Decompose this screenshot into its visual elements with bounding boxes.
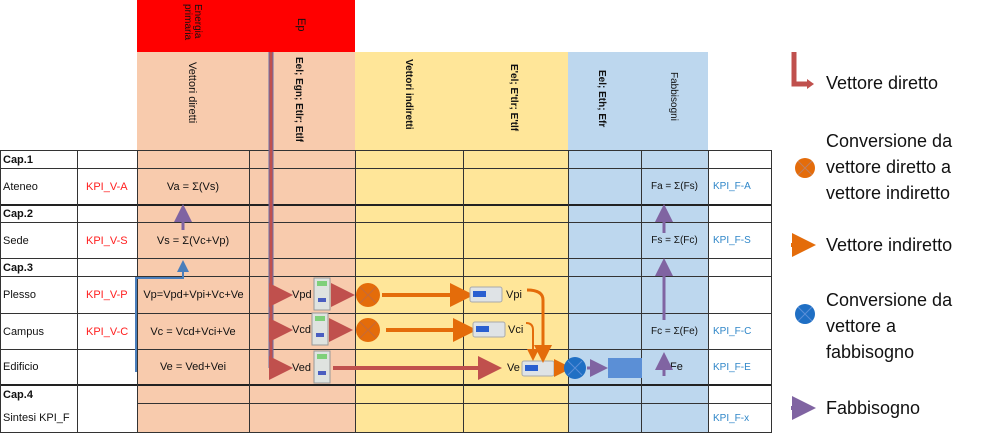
formula-vc: Vc = Vcd+Vci+Ve xyxy=(150,325,236,338)
need-box xyxy=(608,358,642,378)
grid-line xyxy=(77,150,78,433)
meter-icon-ved xyxy=(313,350,331,384)
label-vci: Vci xyxy=(508,324,524,336)
col-header-eel-egn: Eel; Egn; Etlr; Etlf xyxy=(293,57,304,142)
legend-orange-cross-circle-icon xyxy=(795,158,815,178)
legend-conv-need-line2: vettore a xyxy=(826,316,897,336)
row-label-cap2: Cap.2 xyxy=(3,207,33,220)
row-label-edificio: Edificio xyxy=(3,361,39,373)
kpi-v-p: KPI_V-P xyxy=(86,289,128,301)
label-vpi: Vpi xyxy=(506,289,522,301)
indirect-meter-icon-ve xyxy=(521,360,555,377)
conversion-direct-to-indirect-icon xyxy=(356,283,380,307)
label-vpd: Vpd xyxy=(292,289,312,301)
formula-vs: Vs = Σ(Vc+Vp) xyxy=(156,234,230,247)
col-header-vettori-diretti: Vettori diretti xyxy=(186,62,198,124)
kpi-f-s: KPI_F-S xyxy=(713,235,751,246)
row-label-sintesi: Sintesi KPI_F xyxy=(3,412,70,424)
kpi-f-x: KPI_F-x xyxy=(713,412,750,424)
grid-line xyxy=(137,150,138,433)
indirect-meter-icon-vpi xyxy=(469,286,503,303)
grid-line xyxy=(137,403,771,404)
indirect-meter-icon-vci xyxy=(472,321,506,338)
label-ved: Ved xyxy=(292,362,311,374)
grid-line xyxy=(568,150,569,433)
grid-line xyxy=(0,222,771,223)
label-ve: Ve xyxy=(507,362,520,374)
legend-l-arrow-icon xyxy=(791,52,814,89)
grid-line xyxy=(0,150,1,433)
grid-line xyxy=(708,150,709,433)
formula-fe: Fe xyxy=(670,361,683,373)
legend-conv-direct-line3: vettore indiretto xyxy=(826,183,951,203)
grid-line xyxy=(0,168,771,169)
kpi-v-s: KPI_V-S xyxy=(86,234,128,247)
legend-vettore-diretto: Vettore diretto xyxy=(826,73,939,93)
legend-blue-cross-circle-icon xyxy=(795,304,815,324)
kpi-f-c: KPI_F-C xyxy=(713,326,752,337)
formula-fs: Fs = Σ(Fc) xyxy=(651,235,698,246)
kpi-f-a: KPI_F-A xyxy=(713,181,751,192)
grid-line xyxy=(0,384,771,386)
label-vcd: Vcd xyxy=(292,324,311,336)
meter-icon-vcd xyxy=(311,312,329,346)
formula-ve: Ve = Ved+Vei xyxy=(159,361,227,373)
aggregation-bracket xyxy=(135,260,189,372)
grid-line xyxy=(0,204,771,206)
primary-energy-band xyxy=(137,0,355,52)
legend-conv-need-line1: Conversione da xyxy=(826,290,953,310)
col-header-fabbisogni: Fabbisogni xyxy=(668,72,679,121)
row-label-sede: Sede xyxy=(3,234,29,247)
row-label-ateneo: Ateneo xyxy=(3,180,38,193)
row-label-campus: Campus xyxy=(3,325,44,338)
row-label-plesso: Plesso xyxy=(3,289,37,301)
row-label-cap4: Cap.4 xyxy=(3,388,33,401)
formula-va: Va = Σ(Vs) xyxy=(166,180,220,193)
grid-line xyxy=(0,258,771,259)
conversion-direct-to-indirect-icon xyxy=(356,318,380,342)
legend-conv-need-line3: fabbisogno xyxy=(826,342,915,362)
legend-fabbisogno: Fabbisogno xyxy=(826,398,921,418)
grid-line xyxy=(0,349,771,350)
row-label-cap1: Cap.1 xyxy=(3,153,33,166)
legend-vettore-indiretto: Vettore indiretto xyxy=(826,235,953,255)
kpi-v-a: KPI_V-A xyxy=(86,180,128,193)
legend-conv-direct-line2: vettore diretto a xyxy=(826,157,952,177)
grid-line xyxy=(641,150,642,433)
conversion-vector-to-need-icon xyxy=(564,357,586,379)
kpi-v-c: KPI_V-C xyxy=(86,325,129,338)
grid-line xyxy=(0,432,771,433)
kpi-f-e: KPI_F-E xyxy=(713,361,751,373)
formula-vp: Vp=Vpd+Vpi+Vc+Ve xyxy=(143,289,244,301)
energia-primaria-label: Energia primaria xyxy=(182,4,203,41)
col-header-vettori-indiretti: Vettori indiretti xyxy=(403,59,414,130)
grid-line xyxy=(0,150,771,151)
legend-conv-direct-line1: Conversione da xyxy=(826,131,953,151)
grid-line xyxy=(0,313,771,314)
ep-label: Ep xyxy=(295,18,307,32)
grid-line xyxy=(0,276,771,277)
row-label-cap3: Cap.3 xyxy=(3,261,33,274)
meter-icon-vpd xyxy=(313,277,331,311)
grid-line xyxy=(249,150,250,433)
formula-fa: Fa = Σ(Fs) xyxy=(650,181,699,192)
col-header-eel-eth: Eel; Eth; Efr xyxy=(596,70,607,128)
col-header-e-el: E'el; E'tlr; E'tlf xyxy=(508,64,519,132)
grid-line xyxy=(355,150,356,433)
formula-fc: Fc = Σ(Fe) xyxy=(650,326,699,337)
grid-line xyxy=(771,150,772,433)
